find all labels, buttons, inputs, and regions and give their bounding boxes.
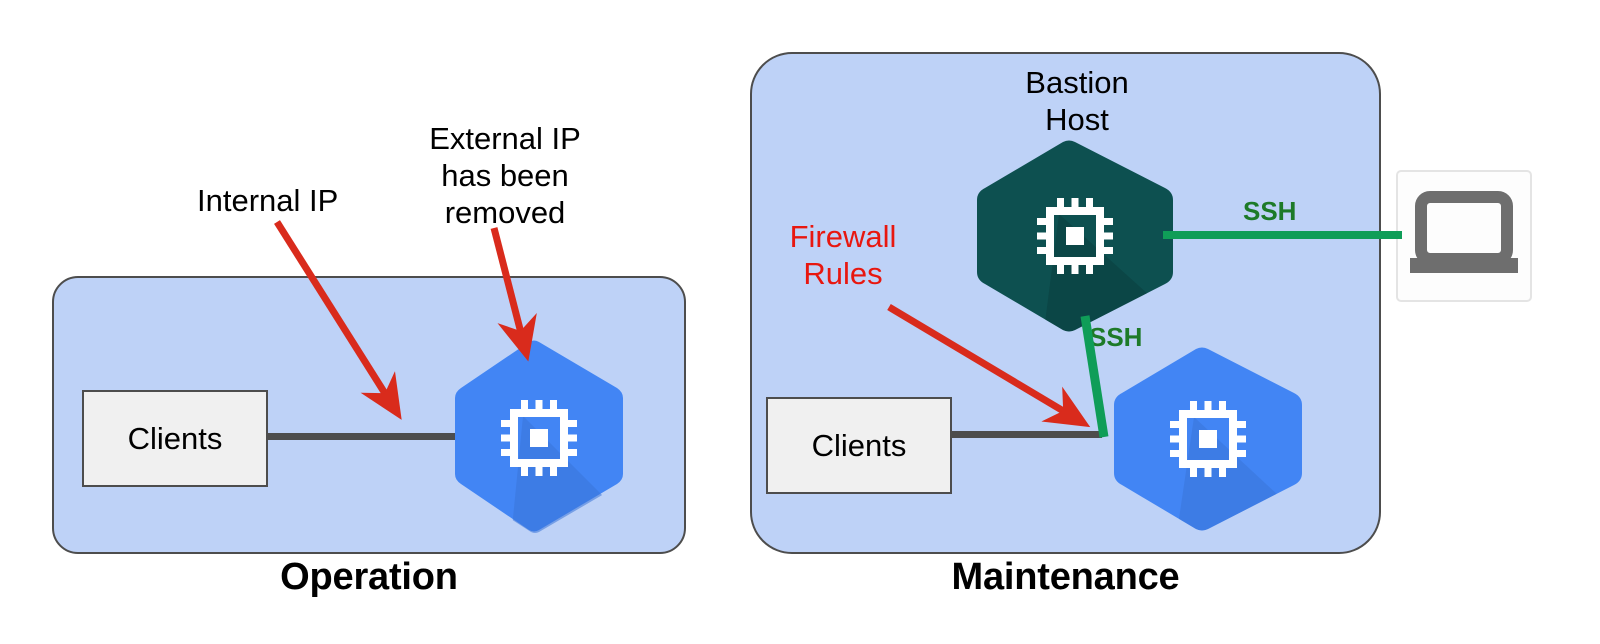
clients-box-maintenance: Clients — [766, 397, 952, 494]
gce-compute-hexagon-icon-operation — [451, 338, 627, 534]
connector-clients-to-instance-maintenance — [950, 431, 1102, 438]
panel-caption-operation: Operation — [280, 556, 458, 598]
ssh-label-bastion-to-instance: SSH — [1089, 322, 1143, 352]
annotation-firewall-rules: Firewall Rules — [789, 219, 897, 291]
clients-box-operation: Clients — [82, 390, 268, 487]
bastion-host-hexagon-icon — [973, 138, 1177, 334]
connector-clients-to-instance-operation — [266, 433, 464, 440]
clients-label-operation: Clients — [127, 420, 223, 456]
annotation-internal-ip: Internal IP — [197, 183, 339, 218]
admin-laptop-icon — [1396, 170, 1532, 302]
annotation-external-ip: External IP has been removed — [429, 121, 581, 230]
clients-label-maintenance: Clients — [811, 427, 907, 463]
panel-caption-maintenance: Maintenance — [951, 556, 1180, 598]
label-bastion-host: Bastion Host — [1025, 65, 1129, 137]
gce-compute-hexagon-icon-maintenance — [1110, 345, 1306, 533]
ssh-label-bastion-to-laptop: SSH — [1243, 196, 1297, 226]
